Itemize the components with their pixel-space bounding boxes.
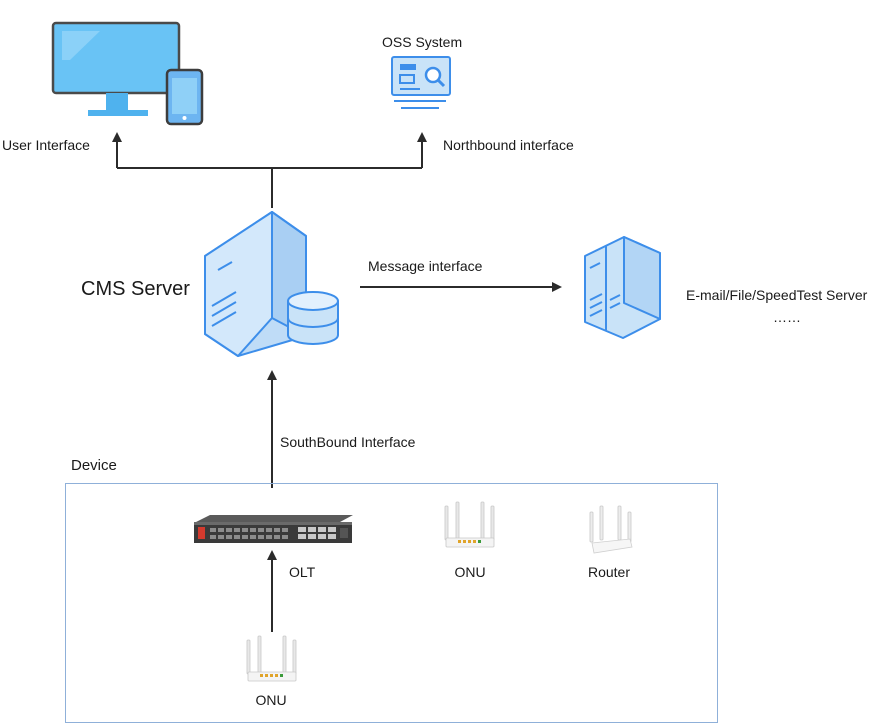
device-group-box xyxy=(65,483,718,723)
message-interface-label: Message interface xyxy=(368,258,483,274)
cms-server-icon xyxy=(204,211,307,357)
external-server-more: …… xyxy=(773,309,801,325)
olt-switch-icon xyxy=(194,515,353,543)
user-interface-label: User Interface xyxy=(2,137,90,153)
oss-system-icon xyxy=(391,56,451,109)
onu-device-icon xyxy=(246,635,297,682)
northbound-interface-label: Northbound interface xyxy=(443,137,574,153)
northbound-connector xyxy=(112,132,427,208)
router-device-icon xyxy=(589,505,633,554)
onu-device-icon xyxy=(444,501,495,548)
device-group-label: Device xyxy=(71,457,117,474)
oss-system-label: OSS System xyxy=(382,34,463,50)
phone-icon xyxy=(165,68,204,126)
cms-server-label: CMS Server xyxy=(81,278,190,300)
southbound-interface-label: SouthBound Interface xyxy=(280,434,416,450)
router-label: Router xyxy=(587,564,631,580)
external-server-label: E-mail/File/SpeedTest Server xyxy=(686,287,868,303)
onu-bottom-label: ONU xyxy=(255,692,287,708)
olt-label: OLT xyxy=(289,564,316,580)
monitor-icon xyxy=(51,21,181,116)
onu-label: ONU xyxy=(454,564,486,580)
external-server-icon xyxy=(584,236,661,339)
database-icon xyxy=(287,291,339,345)
